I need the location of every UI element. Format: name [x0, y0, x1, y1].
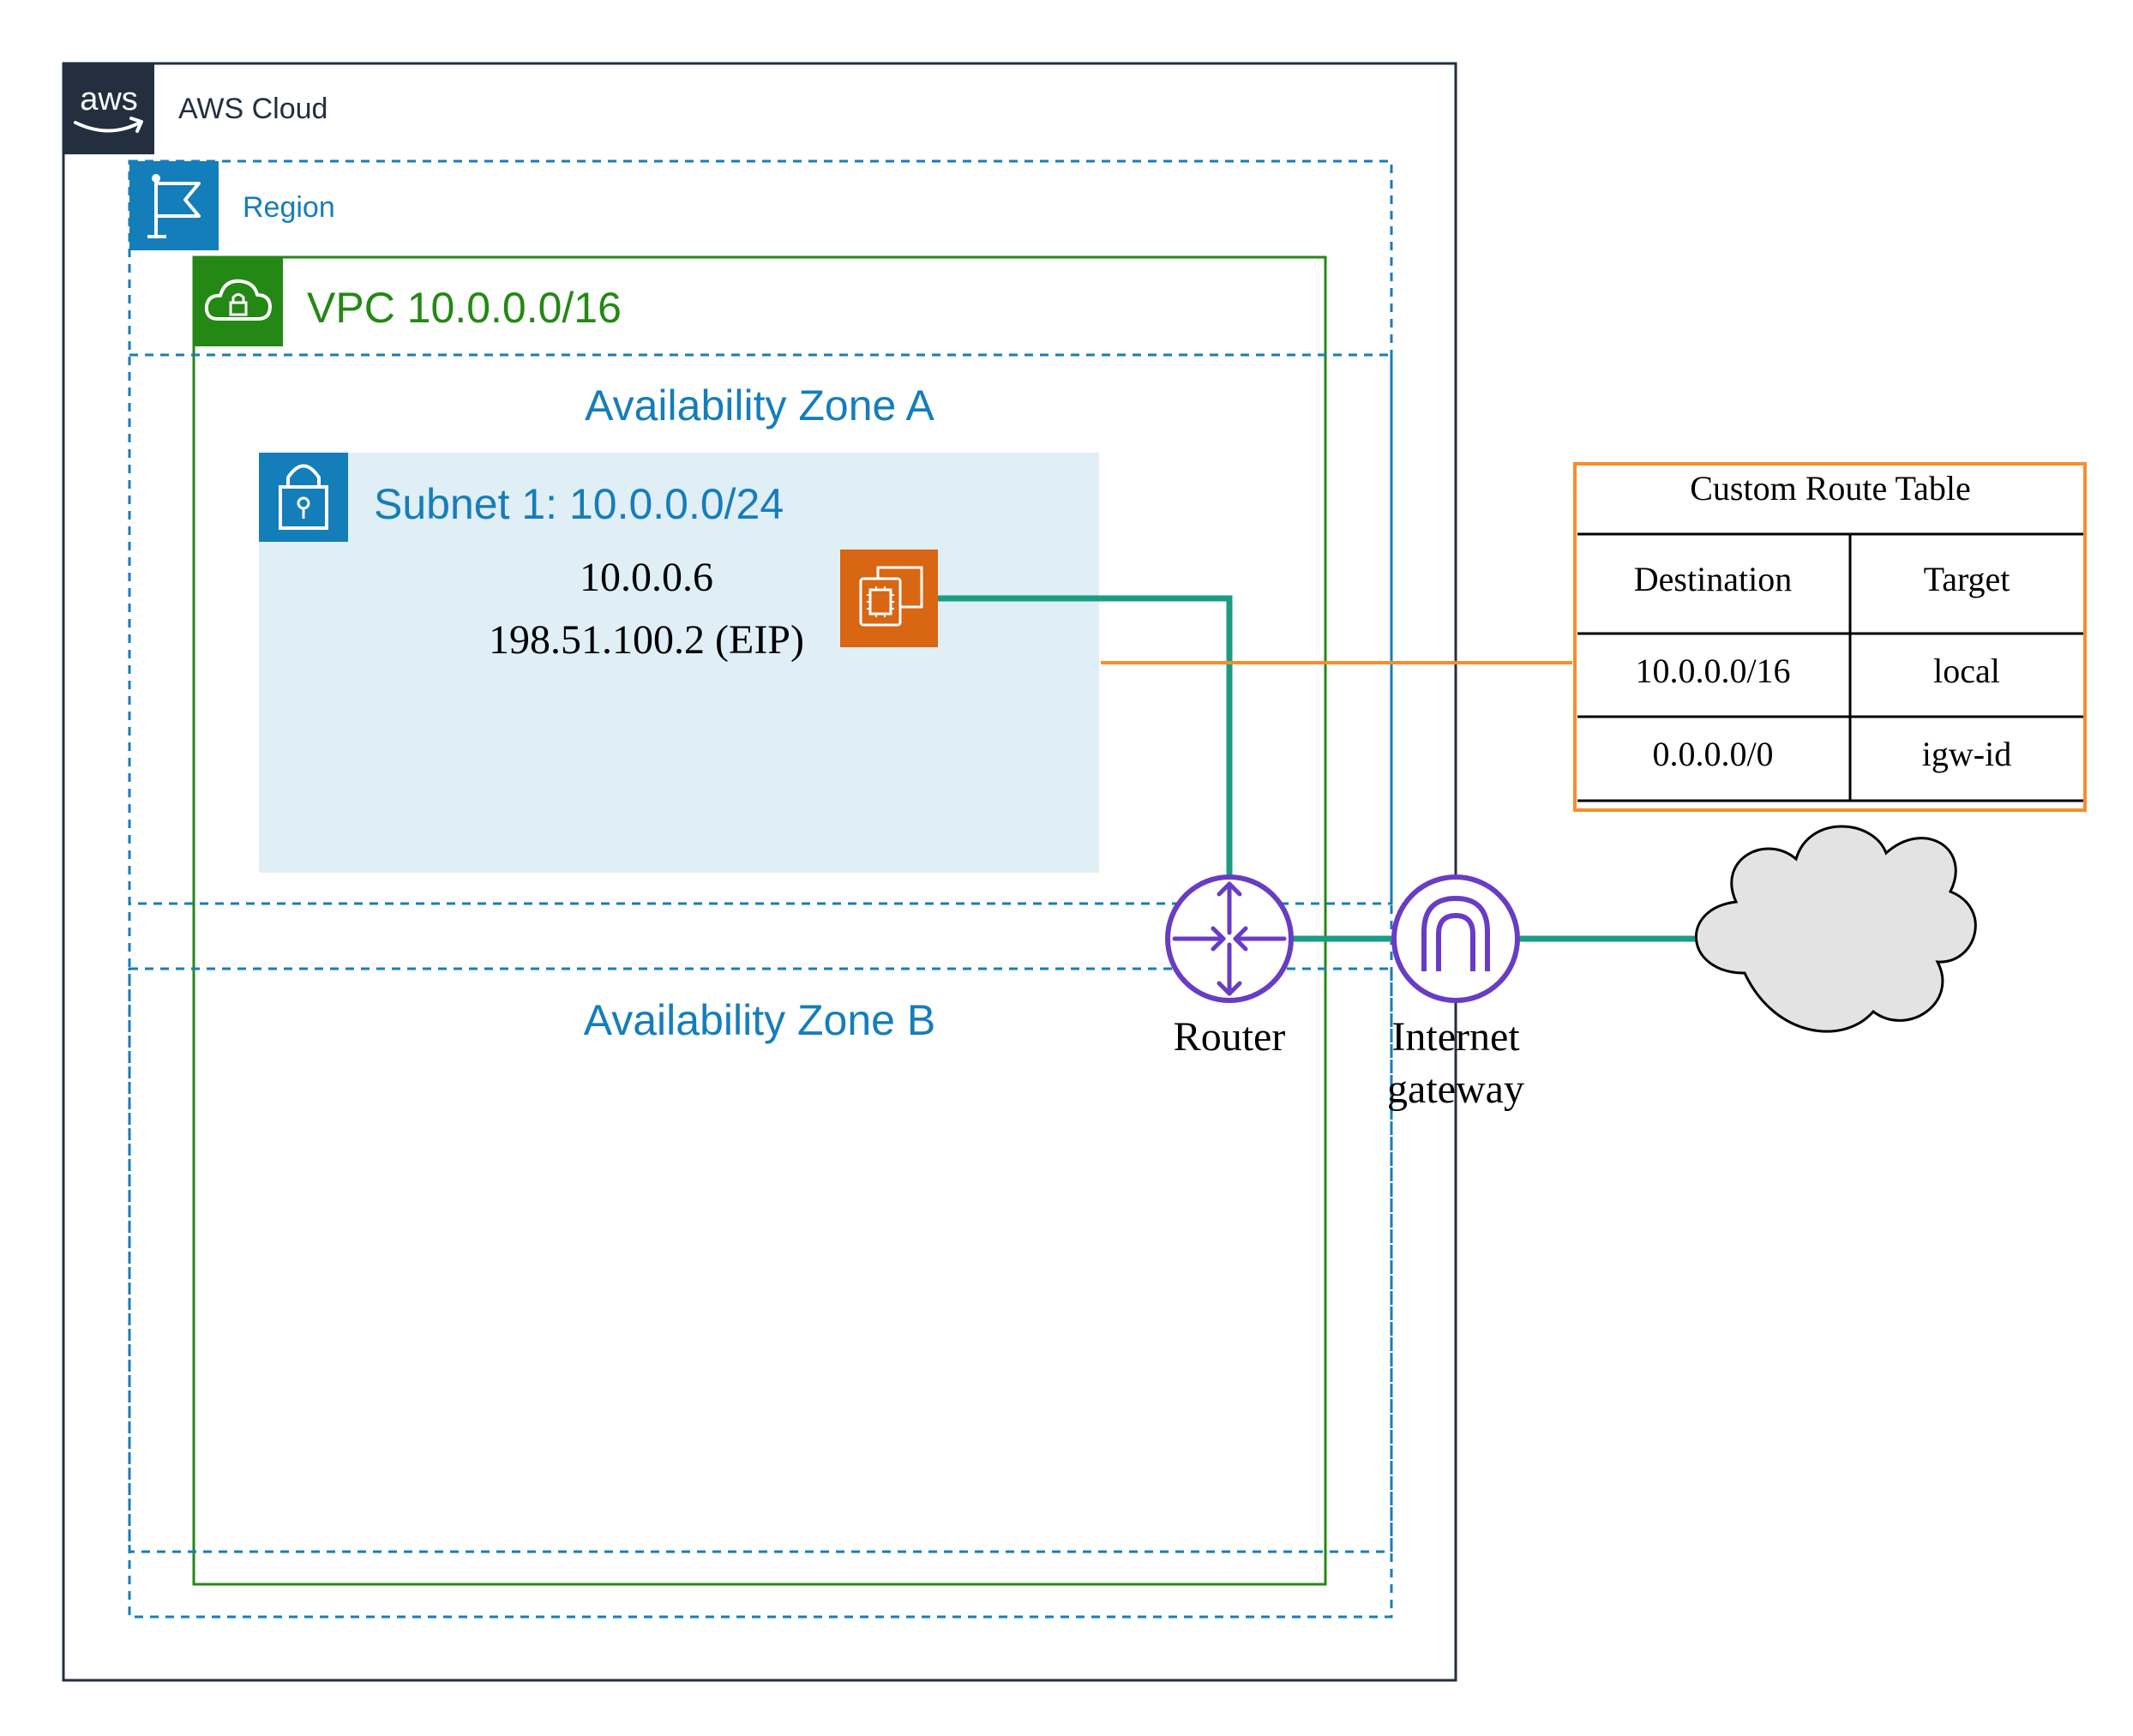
availability-zone-a-label: Availability Zone A — [585, 381, 934, 429]
router-icon[interactable] — [1165, 874, 1294, 1003]
elastic-ip-address: 198.51.100.2 (EIP) — [489, 617, 804, 663]
subnet-1 — [259, 453, 1099, 873]
instance-to-router-link — [938, 595, 1233, 876]
region-label: Region — [243, 191, 335, 224]
cloud-lock-icon — [194, 257, 283, 346]
private-ip-address: 10.0.0.6 — [580, 555, 713, 600]
ec2-instance-icon[interactable] — [840, 550, 938, 647]
aws-cloud-group — [62, 62, 1457, 1682]
availability-zone-b — [128, 967, 1393, 1553]
router-label: Router — [1174, 1014, 1286, 1060]
igw-label-line2: gateway — [1387, 1066, 1524, 1112]
route-table-header-destination: Destination — [1634, 560, 1792, 598]
cloud-icon — [1694, 825, 1977, 1033]
subnet-label: Subnet 1: 10.0.0.0/24 — [374, 480, 784, 528]
svg-text:aws: aws — [80, 81, 138, 117]
route-table-title: Custom Route Table — [1690, 469, 1971, 508]
availability-zone-a — [128, 353, 1393, 905]
igw-label-line1: Internet — [1391, 1014, 1520, 1060]
route-table-header-target: Target — [1924, 560, 2010, 598]
vpc-group — [192, 255, 1327, 1586]
internet-gateway-icon[interactable] — [1391, 874, 1520, 1003]
aws-cloud-label: AWS Cloud — [178, 93, 327, 125]
route-table-row2-target: igw-id — [1922, 735, 2011, 773]
route-table-row1-target: local — [1933, 652, 2000, 690]
padlock-icon — [259, 453, 348, 542]
availability-zone-b-label: Availability Zone B — [584, 996, 935, 1044]
aws-logo-icon: aws — [63, 63, 154, 154]
flag-icon — [129, 161, 219, 250]
route-table-row2-destination: 0.0.0.0/0 — [1652, 735, 1773, 773]
route-table: Custom Route Table Destination Target 10… — [1573, 462, 2087, 812]
route-table-row1-destination: 10.0.0.0/16 — [1635, 652, 1790, 690]
vpc-label: VPC 10.0.0.0/16 — [307, 284, 622, 332]
